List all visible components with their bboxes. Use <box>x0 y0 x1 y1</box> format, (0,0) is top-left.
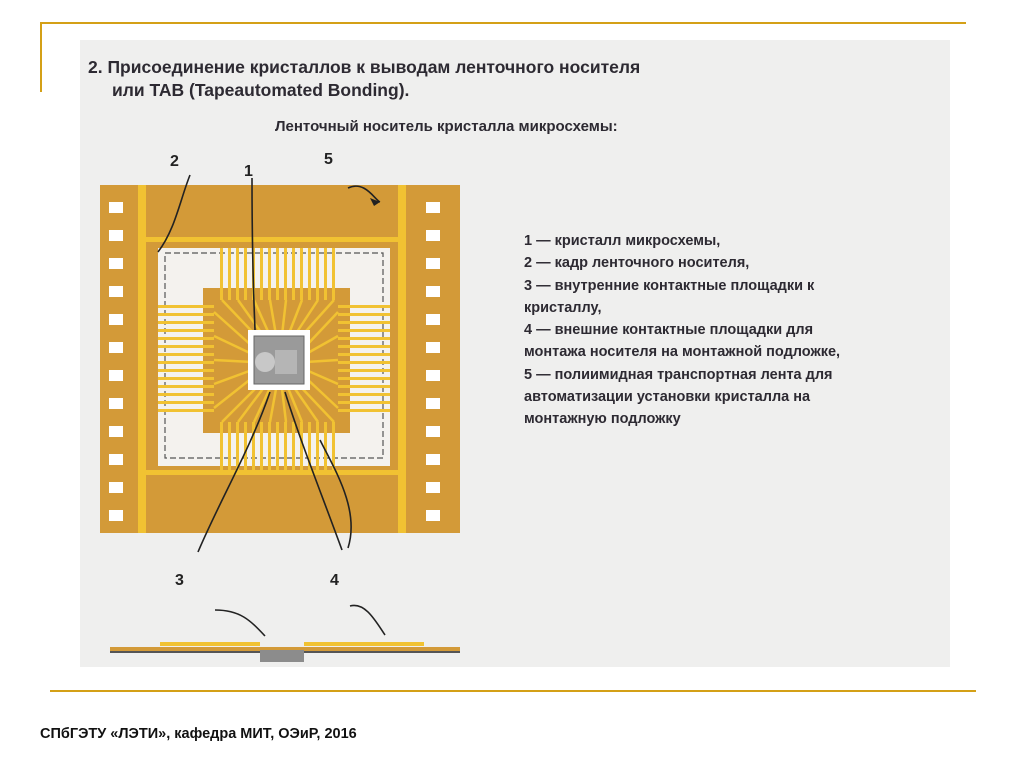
bottom-rule <box>50 690 976 692</box>
label-1: 1 <box>244 163 253 180</box>
top-rule <box>40 22 966 24</box>
title-line-2: или TAB (Tapeautomated Bonding). <box>112 79 410 100</box>
legend-line: кристаллу, <box>524 299 602 316</box>
slide-title: 2. Присоединение кристаллов к выводам ле… <box>88 56 640 102</box>
sprocket-holes-right <box>426 202 440 521</box>
label-5: 5 <box>324 151 333 168</box>
legend-line: 4 — внешние контактные площадки для <box>524 322 814 339</box>
tape-cross-section <box>110 604 460 662</box>
legend-line: монтажа носителя на монтажной подложке, <box>524 344 841 361</box>
sprocket-holes-left <box>109 202 123 521</box>
title-line-1: 2. Присоединение кристаллов к выводам ле… <box>88 57 641 77</box>
legend-line: 2 — кадр ленточного носителя, <box>524 255 750 272</box>
legend-list: 1 — кристалл микросхемы, 2 — кадр ленточ… <box>524 230 840 431</box>
legend-line: автоматизации установки кристалла на <box>524 389 811 406</box>
tab-carrier-diagram: 2 1 5 3 4 <box>100 151 460 662</box>
legend-line: монтажную подложку <box>524 411 681 428</box>
legend-line: 1 — кристалл микросхемы, <box>524 233 721 249</box>
legend-line: 5 — полиимидная транспортная лента для <box>524 366 833 383</box>
footer-text: СПбГЭТУ «ЛЭТИ», кафедра МИТ, ОЭиР, 2016 <box>40 726 357 742</box>
label-3: 3 <box>175 572 184 589</box>
inner-leads <box>213 299 339 423</box>
label-4: 4 <box>330 572 339 589</box>
figure-subtitle: Ленточный носитель кристалла микросхемы: <box>275 118 618 135</box>
legend-line: 3 — внутренние контактные площадки к <box>524 277 815 294</box>
leader-lines <box>157 174 381 553</box>
label-2: 2 <box>170 153 179 170</box>
left-rule <box>40 22 42 92</box>
